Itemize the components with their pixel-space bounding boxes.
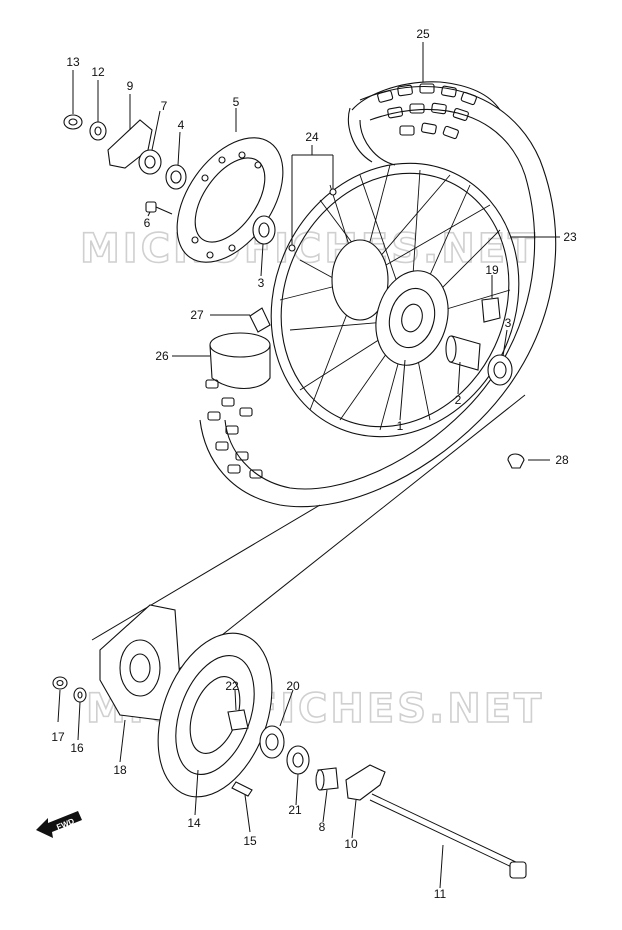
rear-tire xyxy=(199,81,557,508)
label-1: 1 xyxy=(397,419,404,433)
label-13: 13 xyxy=(66,55,80,69)
part-17-nut xyxy=(52,676,68,690)
label-11: 11 xyxy=(434,887,447,901)
part-21-seal xyxy=(286,745,310,775)
label-8: 8 xyxy=(319,820,326,834)
label-7: 7 xyxy=(161,99,168,113)
label-16: 16 xyxy=(70,741,84,755)
label-12: 12 xyxy=(91,65,105,79)
part-22-damper xyxy=(227,709,249,731)
part-20-bearing xyxy=(259,725,285,759)
part-8-collar xyxy=(315,767,339,791)
part-3-bearing-right xyxy=(487,354,513,386)
label-22: 22 xyxy=(225,679,239,693)
label-14: 14 xyxy=(187,816,201,830)
label-20: 20 xyxy=(286,679,300,693)
part-16-washer xyxy=(73,687,87,703)
part-13-nut xyxy=(63,114,83,130)
part-7-collar xyxy=(138,149,162,175)
part-24-valve xyxy=(288,145,337,252)
label-10: 10 xyxy=(344,837,358,851)
part-11-axle xyxy=(369,793,527,879)
tread-blocks-top xyxy=(377,83,477,140)
wheel-hub xyxy=(331,239,449,366)
guide-line-left xyxy=(91,504,321,641)
label-27: 27 xyxy=(190,308,204,322)
label-24: 24 xyxy=(305,130,319,144)
label-15: 15 xyxy=(243,834,257,848)
part-10-adjuster xyxy=(345,764,386,801)
part-4-seal xyxy=(165,164,187,190)
part-12-washer xyxy=(89,121,107,141)
label-23: 23 xyxy=(563,230,577,244)
part-19-damper xyxy=(481,297,501,323)
label-3-right: 3 xyxy=(505,316,512,330)
label-18: 18 xyxy=(113,763,127,777)
label-4: 4 xyxy=(178,118,185,132)
part-26-tube xyxy=(209,307,271,389)
label-2: 2 xyxy=(455,393,462,407)
part-15-bolt xyxy=(231,781,253,797)
label-28: 28 xyxy=(555,453,569,467)
label-17: 17 xyxy=(51,730,65,744)
label-25: 25 xyxy=(416,27,430,41)
part-2-spacer xyxy=(445,335,481,371)
label-19: 19 xyxy=(485,263,499,277)
label-5: 5 xyxy=(233,95,240,109)
tread-blocks-bottom xyxy=(205,379,263,479)
label-26: 26 xyxy=(155,349,169,363)
part-28-cap xyxy=(507,453,525,469)
part-27-rim-band xyxy=(249,307,271,333)
part-3-bearing-left xyxy=(252,215,276,245)
label-6: 6 xyxy=(144,216,151,230)
label-21: 21 xyxy=(288,803,302,817)
watermark-top: MICROFICHES.NET xyxy=(80,226,538,272)
label-9: 9 xyxy=(127,79,134,93)
label-3-left: 3 xyxy=(258,276,265,290)
part-number-labels: 1 2 3 3 4 5 6 7 8 9 10 11 12 13 14 15 16… xyxy=(51,27,577,901)
part-6-bolt xyxy=(145,201,173,215)
leader-lines xyxy=(57,70,560,889)
forward-direction-arrow: FWD xyxy=(36,811,82,838)
wheel-rim-inner xyxy=(280,172,510,428)
